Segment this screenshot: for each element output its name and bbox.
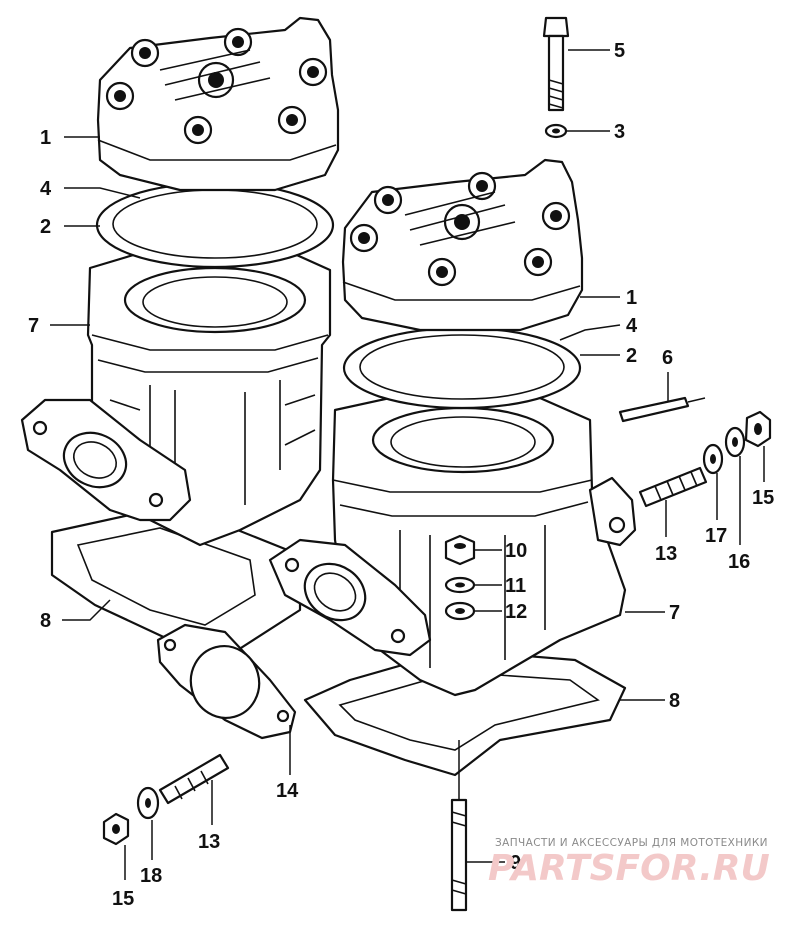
callout-8-left: 8 — [40, 610, 51, 632]
left-ring-gasket — [95, 181, 335, 269]
callout-7-left: 7 — [28, 315, 39, 337]
callout-5: 5 — [614, 40, 625, 62]
callout-16: 16 — [728, 551, 750, 573]
callout-1-left: 1 — [40, 127, 51, 149]
right-stud — [638, 466, 708, 508]
callout-1-right: 1 — [626, 287, 637, 309]
left-stud — [158, 753, 230, 805]
callout-2-left: 2 — [40, 216, 51, 238]
head-washer — [544, 123, 568, 139]
callout-15-left: 15 — [112, 888, 134, 910]
cylinder-stud — [450, 740, 468, 912]
watermark-logo: PARTSFOR.RU — [488, 848, 770, 889]
right-lock-washer — [702, 443, 724, 475]
watermark-tagline: ЗАПЧАСТИ И АКСЕССУАРЫ ДЛЯ МОТОТЕХНИКИ — [495, 837, 768, 849]
callout-13-right: 13 — [655, 543, 677, 565]
cylinder-spring-washer — [444, 576, 476, 594]
head-bolt — [542, 16, 570, 112]
right-cylinder-head — [341, 158, 584, 332]
right-intake-flange — [268, 538, 432, 657]
callout-13-left: 13 — [198, 831, 220, 853]
right-flat-washer — [724, 426, 746, 458]
left-exhaust-flange — [20, 398, 192, 522]
callout-4-right: 4 — [626, 315, 638, 337]
exhaust-gasket — [156, 623, 297, 740]
callout-12: 12 — [505, 601, 527, 623]
callout-8-right: 8 — [669, 690, 680, 712]
callout-11: 11 — [505, 575, 526, 597]
callout-6: 6 — [662, 347, 673, 369]
callout-3: 3 — [614, 121, 625, 143]
callout-7-right: 7 — [669, 602, 680, 624]
callout-4-left: 4 — [40, 178, 52, 200]
right-ring-gasket — [342, 326, 582, 410]
callout-17: 17 — [705, 525, 727, 547]
left-washer — [136, 786, 160, 820]
callout-2-right: 2 — [626, 345, 637, 367]
callout-18: 18 — [140, 865, 162, 887]
callout-15-right: 15 — [752, 487, 774, 509]
cylinder-nut — [444, 534, 476, 566]
left-nut — [102, 812, 130, 846]
left-cylinder-head — [96, 16, 340, 192]
dowel-pin — [618, 396, 706, 423]
callout-14: 14 — [276, 780, 299, 802]
leader-lines — [50, 49, 765, 880]
callout-10: 10 — [505, 540, 527, 562]
right-nut — [744, 410, 772, 448]
callout-9: 9 — [510, 852, 521, 874]
cylinder-flat-washer — [444, 601, 476, 621]
